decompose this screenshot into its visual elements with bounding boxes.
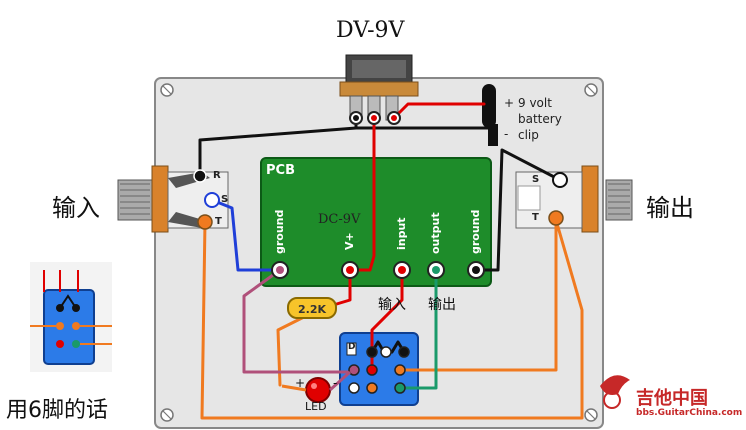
logo-site: bbs.GuitarChina.com	[636, 408, 743, 418]
input-jack-t: T	[215, 216, 222, 227]
led	[281, 370, 352, 403]
input-label: 输入	[52, 194, 100, 222]
input-tip-terminal	[197, 214, 213, 230]
resistor-label: 2.2K	[298, 303, 327, 316]
input-jack-r: R	[213, 170, 221, 181]
pcb-board	[260, 157, 492, 287]
led-minus: -	[333, 376, 338, 390]
wire-blue-sleeve	[210, 198, 280, 272]
wire-red-resistor	[328, 268, 352, 308]
output-label: 输出	[646, 194, 694, 222]
input-jack-s: S	[221, 194, 229, 205]
wire-orange-input-tip	[200, 218, 584, 420]
battery-clip	[482, 84, 498, 146]
six-pin-caption: 用6脚的话	[6, 398, 108, 423]
battery-line-3: clip	[518, 128, 539, 142]
pin-label-ground-1: ground	[273, 209, 286, 254]
six-pin-inset	[30, 262, 112, 372]
logo-text: 吉他中国	[636, 388, 708, 409]
battery-line-1: 9 volt	[518, 96, 552, 110]
output-jack-t: T	[532, 212, 539, 223]
wire-purple	[242, 268, 352, 374]
site-logo-mark	[600, 375, 630, 409]
pcb-label: PCB	[266, 163, 295, 178]
output-jack-s: S	[532, 174, 540, 185]
wire-black-ground-out	[474, 148, 562, 272]
pin-label-input: input	[395, 217, 408, 250]
input-ring-terminal	[193, 169, 207, 183]
pin-label-output: output	[429, 212, 442, 254]
dc-jack-title: DV-9V	[336, 18, 405, 43]
pcb-input-label: 输入	[378, 297, 406, 313]
output-tip-terminal	[548, 210, 564, 226]
wire-orange-out	[398, 216, 558, 372]
dc-voltage-label: DC-9V	[318, 212, 361, 227]
pin-label-vplus: V+	[343, 232, 356, 250]
dc-jack	[339, 54, 419, 121]
battery-plus: +	[504, 96, 515, 110]
pcb-output-label: 输出	[428, 297, 456, 313]
input-sleeve-terminal	[204, 192, 220, 208]
battery-minus: -	[504, 127, 509, 141]
wire-green-output	[398, 268, 438, 390]
resistor-2k2	[287, 297, 337, 319]
switch-mark: D	[348, 342, 356, 352]
led-label: LED	[305, 400, 327, 413]
wire-red-vplus	[348, 116, 376, 272]
battery-line-2: battery	[518, 112, 562, 126]
pin-label-ground-2: ground	[469, 209, 482, 254]
switch-lugs	[348, 346, 410, 394]
led-plus: +	[295, 376, 306, 390]
output-sleeve-terminal	[552, 172, 568, 188]
